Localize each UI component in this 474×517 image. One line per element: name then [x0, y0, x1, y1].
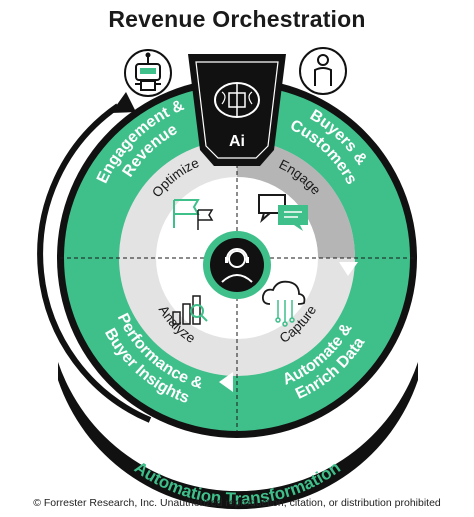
person-icon	[299, 47, 347, 95]
bar-chart-magnifier-icon	[172, 295, 208, 325]
chat-bubbles-icon	[258, 194, 308, 231]
page-title: Revenue Orchestration	[108, 6, 366, 32]
flags-icon	[173, 199, 214, 230]
brain-chip-icon	[214, 82, 260, 118]
cloud-network-icon	[261, 280, 306, 327]
automation-band	[58, 362, 418, 510]
ai-label: Ai	[229, 133, 245, 150]
cycle-arrow	[37, 92, 152, 423]
robot-icon	[124, 49, 172, 97]
copyright-footer: © Forrester Research, Inc. Unauthorized …	[33, 497, 441, 509]
ai-badge: Ai	[188, 54, 286, 166]
headset-agent-icon	[203, 231, 271, 299]
